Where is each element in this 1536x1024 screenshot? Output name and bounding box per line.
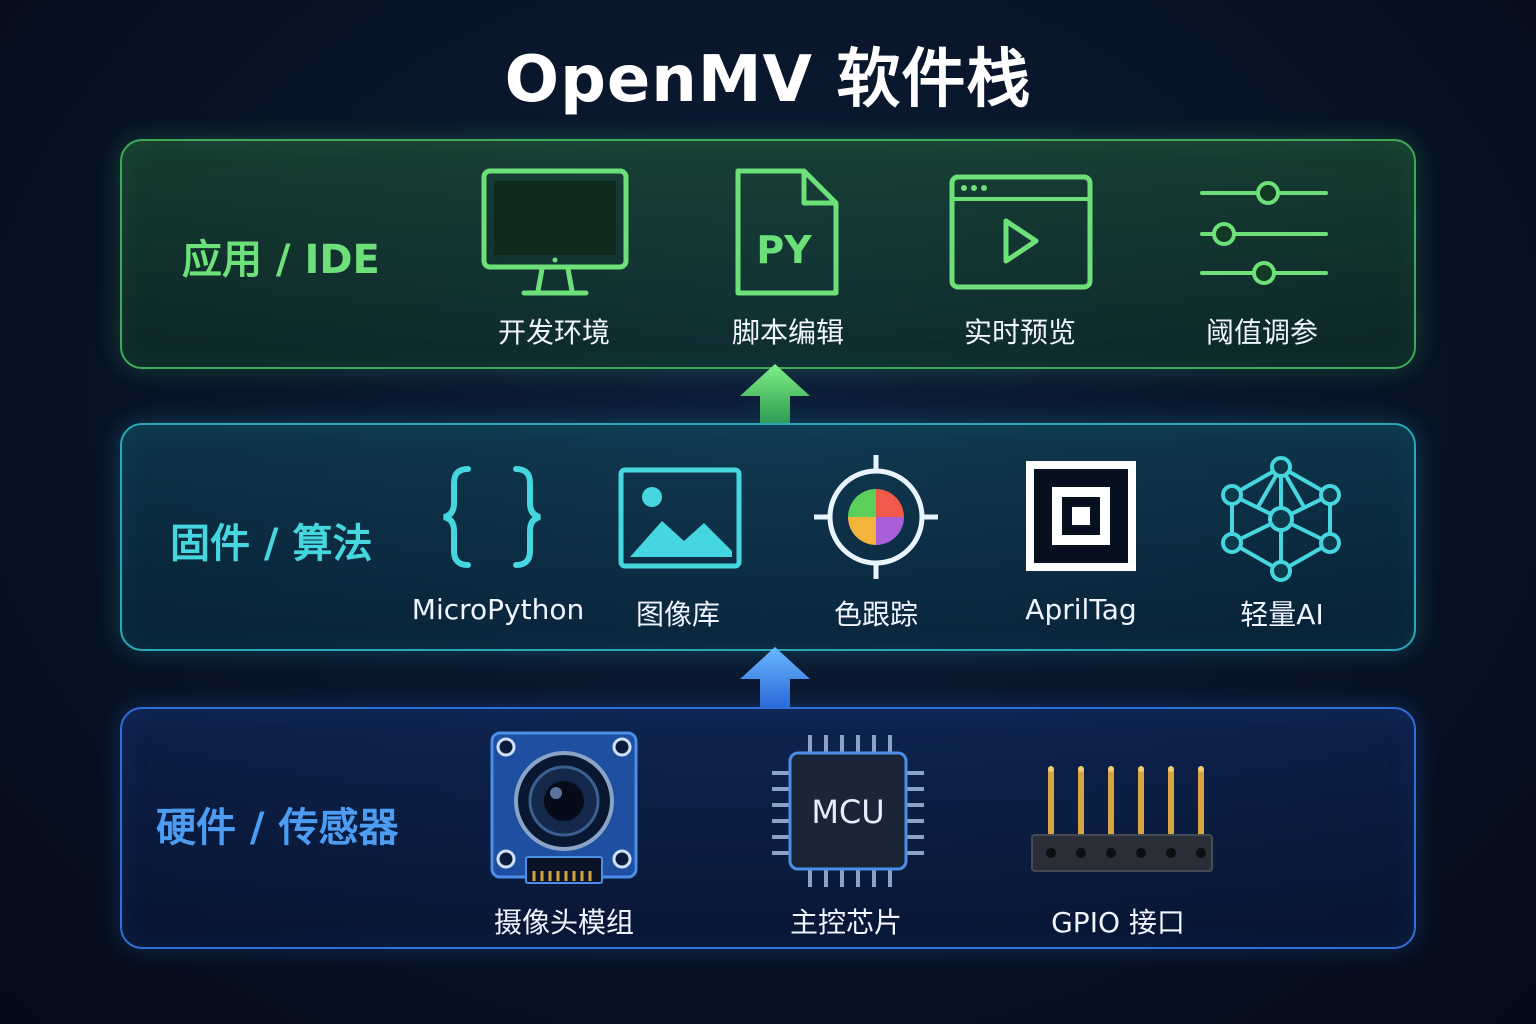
item-label-lightweight-ai: 轻量AI [1240,598,1324,631]
image-icon [618,467,742,569]
apriltag-icon [1026,461,1136,571]
python-file-icon: PY [735,168,839,296]
layer-hardware-sensor: 硬件 / 传感器 摄像头模组 [120,707,1416,949]
item-live-preview [948,173,1094,291]
item-label-apriltag: AprilTag [1025,593,1137,626]
mcu-chip-icon: MCU [772,735,924,887]
pin-header-icon [1031,766,1213,872]
item-label-gpio: GPIO 接口 [1051,906,1185,939]
layer-label-app: 应用 / IDE [182,237,380,283]
arrow-up-blue-icon [740,647,810,707]
item-lightweight-ai [1216,455,1346,583]
item-label-threshold: 阈值调参 [1205,316,1319,349]
item-camera-module [488,729,640,887]
item-dev-environment [480,167,630,297]
layer-label-hardware: 硬件 / 传感器 [156,805,399,851]
neural-network-icon [1221,456,1341,582]
item-script-edit: PY [732,167,842,299]
sliders-icon [1200,181,1328,285]
item-label-camera-module: 摄像头模组 [493,906,635,939]
page-title: OpenMV 软件栈 [504,43,1032,117]
item-label-script: 脚本编辑 [731,316,845,349]
item-label-main-chip: 主控芯片 [789,906,903,939]
item-label-dev-env: 开发环境 [497,316,611,349]
item-label-color-tracking: 色跟踪 [833,598,919,631]
camera-module-icon [490,731,638,884]
item-image-library [618,467,742,569]
layer-label-firmware: 固件 / 算法 [170,521,373,567]
python-file-icon-text: PY [756,228,812,272]
layer-firmware-algorithm: 固件 / 算法 MicroPython 图像库 色跟踪 [120,423,1416,651]
video-preview-icon [949,174,1093,290]
item-label-image-library: 图像库 [635,598,721,631]
item-main-chip: MCU [770,733,926,889]
item-color-tracking [812,453,940,581]
item-gpio-interface [1030,763,1214,875]
braces-icon [443,466,541,568]
arrow-up-green-icon [740,364,810,424]
item-apriltag [1024,459,1138,573]
item-threshold-tuning [1198,179,1330,289]
item-label-micropython: MicroPython [411,593,585,626]
crosshair-color-icon [814,455,938,579]
layer-app-ide: 应用 / IDE 开发环境 PY 脚本编辑 实时预览 [120,139,1416,369]
item-micropython [440,463,544,571]
item-label-preview: 实时预览 [963,316,1077,349]
mcu-chip-icon-text: MCU [811,793,884,831]
monitor-icon [481,168,629,296]
